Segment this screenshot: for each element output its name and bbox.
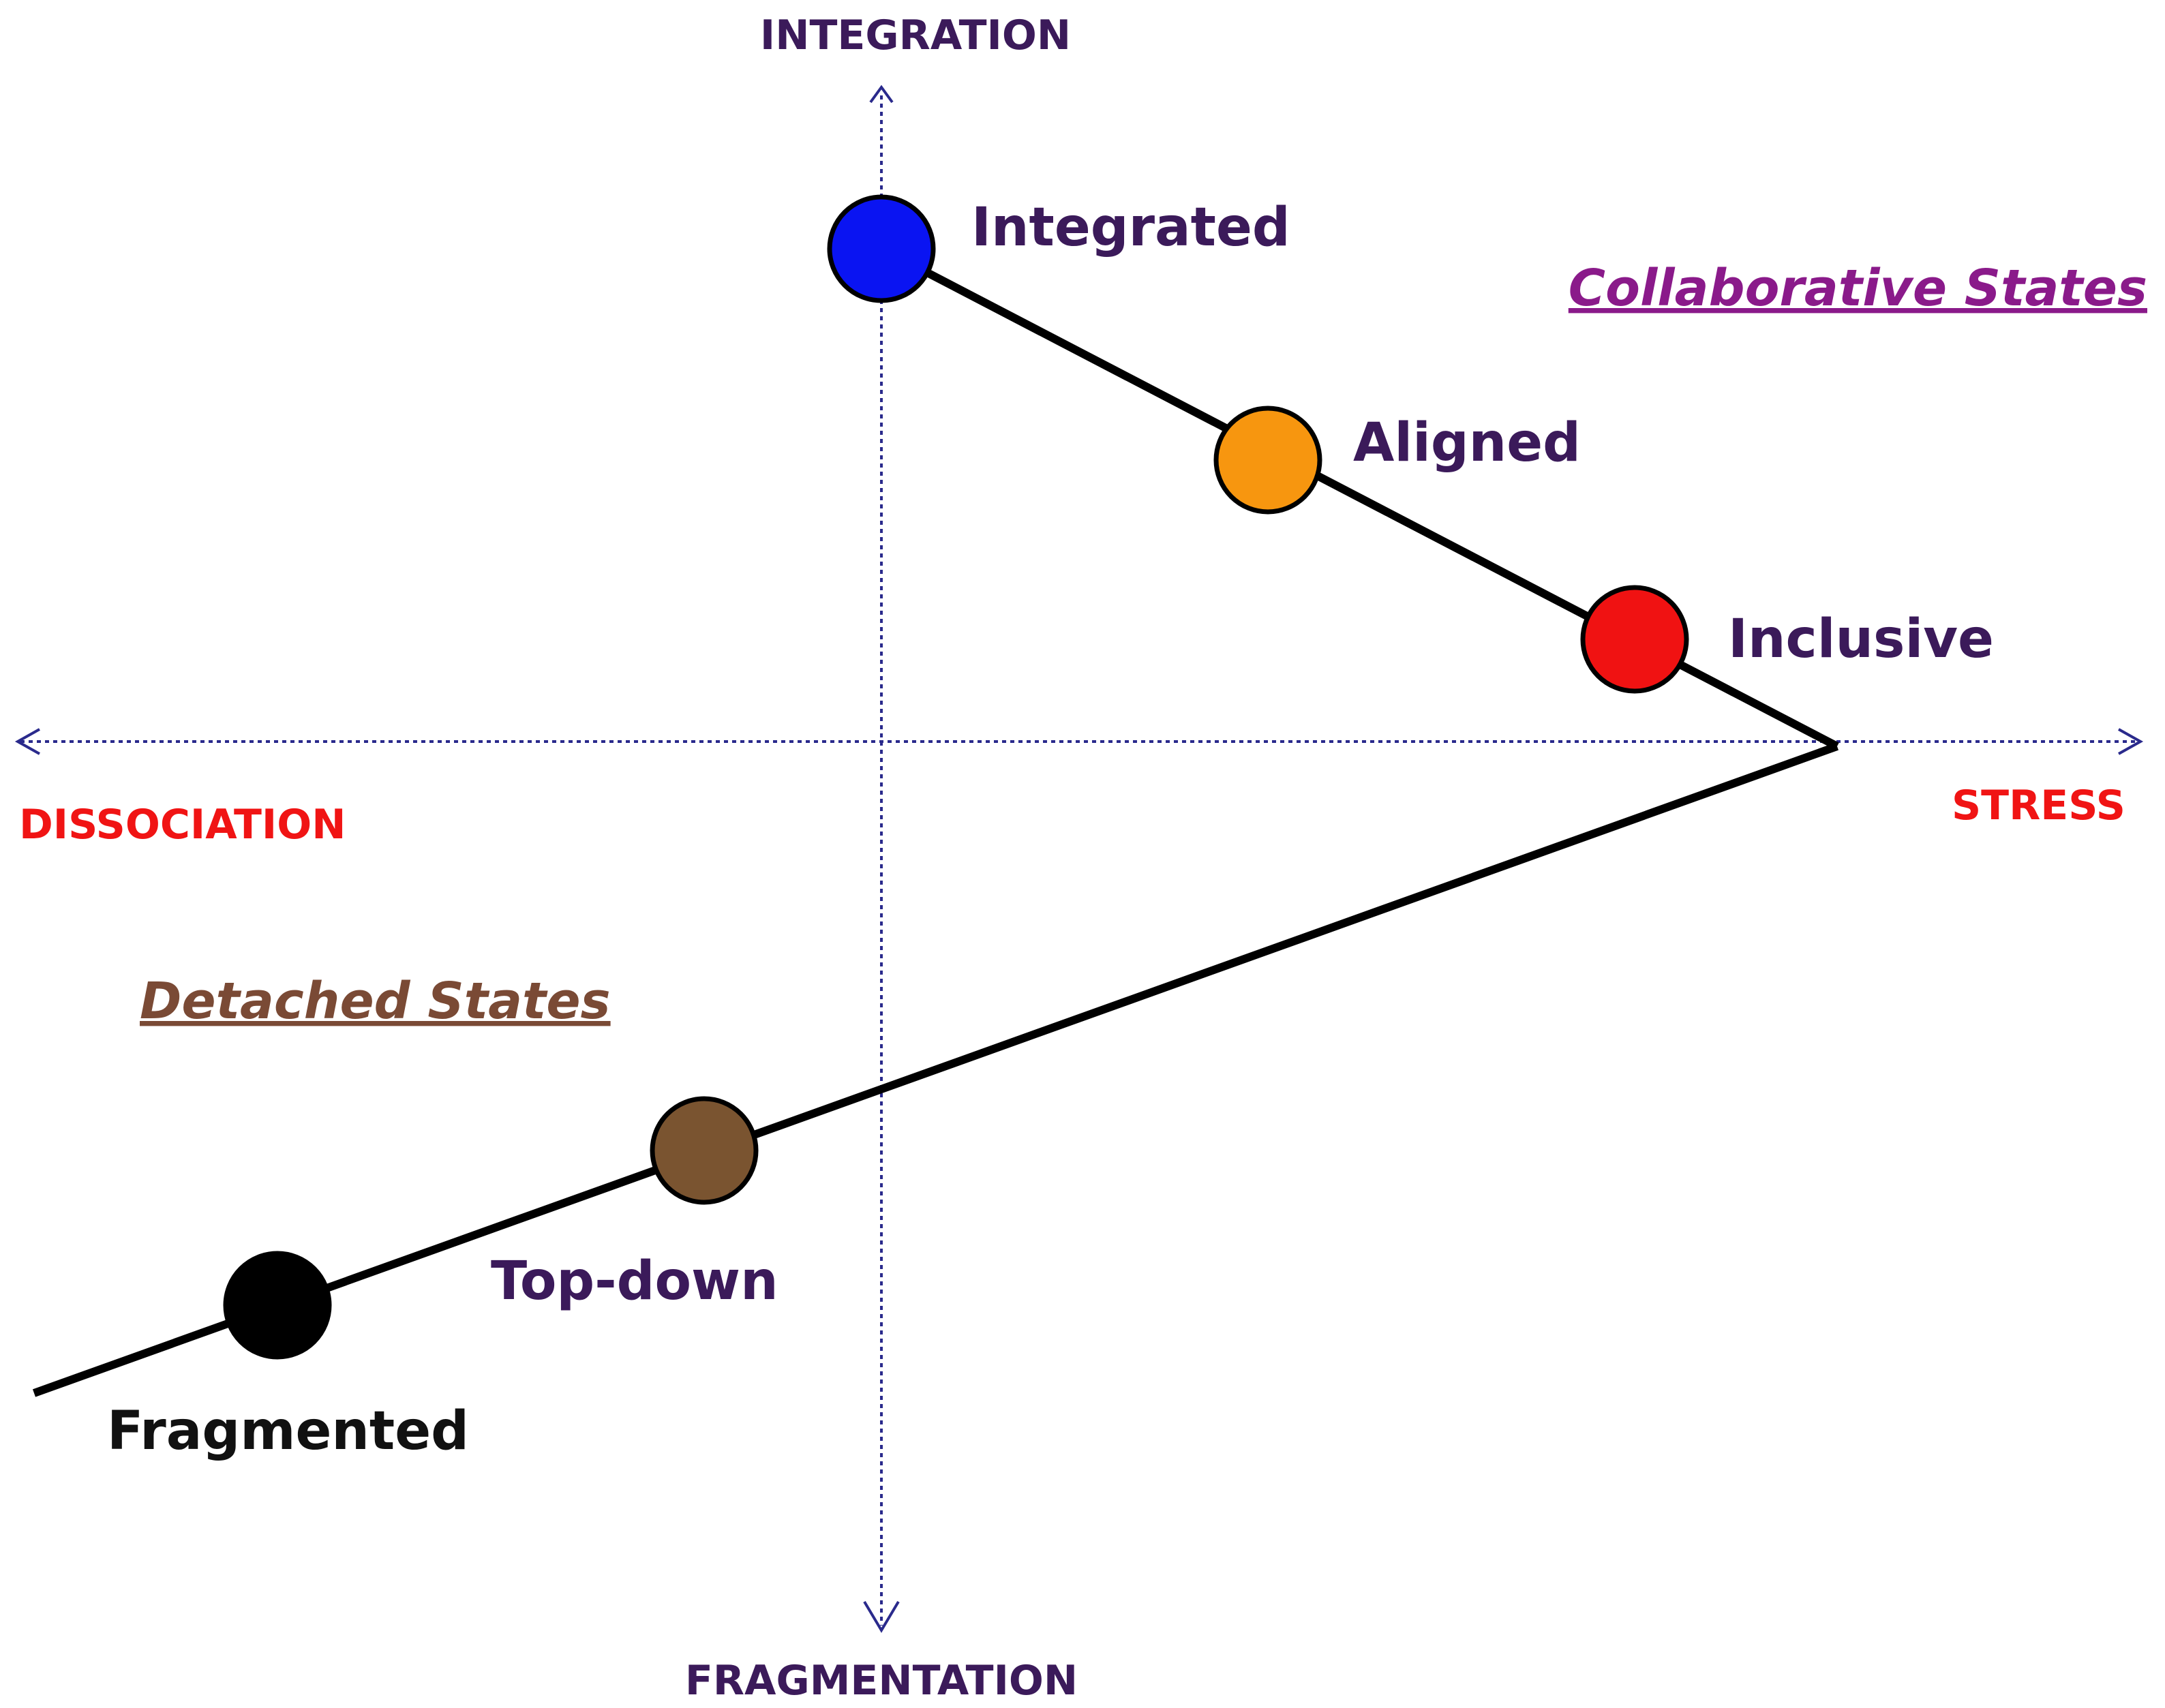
state-label-integrated: Integrated xyxy=(971,197,1290,258)
fragmented-state-circle xyxy=(223,1251,332,1360)
inclusive-state-circle xyxy=(1580,585,1689,694)
group-label-detached-states: Detached States xyxy=(140,972,611,1031)
collaborative-path-line xyxy=(879,245,1839,750)
state-label-fragmented: Fragmented xyxy=(107,1401,469,1462)
axis-label-stress: STRESS xyxy=(1952,782,2125,829)
integrated-state-circle xyxy=(827,194,936,303)
detached-path-line xyxy=(32,742,1839,1397)
state-label-top-down: Top-down xyxy=(491,1251,778,1312)
state-label-aligned: Aligned xyxy=(1353,412,1581,474)
top-down-state-circle xyxy=(650,1096,759,1205)
horizontal-axis-left-arrow xyxy=(14,728,40,755)
axis-label-dissociation: DISSOCIATION xyxy=(19,801,346,849)
axis-label-integration: INTEGRATION xyxy=(760,12,1071,59)
vertical-axis-down-arrow xyxy=(863,1600,900,1633)
axis-label-fragmentation: FRAGMENTATION xyxy=(685,1657,1078,1705)
vertical-axis-up-arrow xyxy=(869,85,894,104)
group-label-collaborative-states: Collaborative States xyxy=(1569,259,2147,318)
state-label-inclusive: Inclusive xyxy=(1728,609,1994,670)
horizontal-axis-right-arrow xyxy=(2118,728,2144,755)
aligned-state-circle xyxy=(1213,406,1322,515)
